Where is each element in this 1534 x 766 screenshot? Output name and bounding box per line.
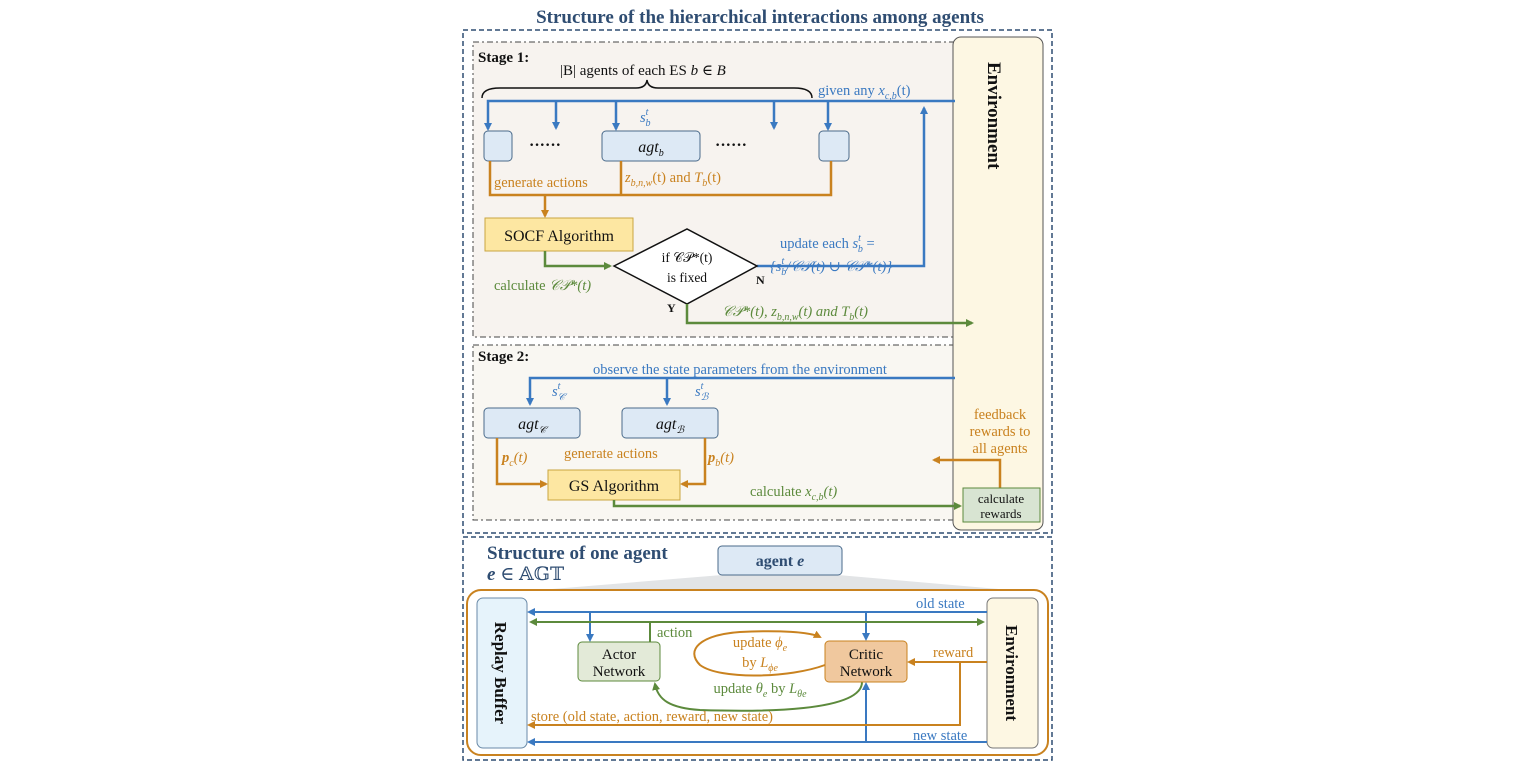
feedback-line1: feedback [974, 407, 1027, 423]
hierarchy-frame [462, 29, 1053, 534]
environment-label: Environment [983, 62, 1004, 170]
socf-algorithm-box [484, 217, 634, 252]
agent-detail-frame [466, 589, 1049, 756]
action-label: action [657, 625, 693, 641]
no-label: N [756, 273, 765, 287]
socf-label: SOCF Algorithm [504, 228, 614, 245]
decision-line1: if 𝒞𝒫*(t) [662, 250, 713, 265]
state-broadcast-lines [484, 99, 955, 268]
yes-label: Y [667, 301, 676, 315]
old-state-label: old state [916, 596, 965, 612]
actions-output-label: zb,n,w(t) and Tb(t) [624, 170, 721, 189]
agent-environment-label: Environment [1002, 625, 1021, 721]
agent-c-label: agt𝒞 [518, 416, 548, 436]
agent-box-b [601, 130, 701, 162]
zoom-projection [540, 575, 1010, 590]
generate-actions-label: generate actions [494, 175, 588, 191]
feedback-line3: all agents [972, 441, 1028, 457]
reward-flow [527, 630, 987, 729]
generate-actions-label-2: generate actions [564, 446, 658, 462]
output-label: 𝒞𝒫*(t), zb,n,w(t) and Tb(t) [722, 304, 868, 323]
brace-label: |B| agents of each ES b ∈ B [560, 63, 726, 79]
store-label: store (old state, action, reward, new st… [531, 709, 773, 725]
pb-label: pb(t) [706, 450, 734, 469]
replay-buffer-label: Replay Buffer [491, 622, 510, 725]
stage1-label: Stage 1: [478, 50, 529, 66]
replay-buffer-box [476, 597, 528, 749]
actor-line2: Network [593, 664, 646, 680]
socf-to-decision [543, 251, 612, 270]
calc-rewards-line1: calculate [978, 491, 1024, 506]
update-phi-line2: by Lϕe [742, 655, 778, 674]
reward-label: reward [933, 645, 974, 661]
calc-rewards-line2: rewards [980, 506, 1021, 521]
action-lines [488, 161, 833, 218]
observe-label: observe the state parameters from the en… [593, 362, 887, 378]
agent-e-box [717, 545, 843, 576]
actor-network-box [577, 641, 661, 682]
gs-label: GS Algorithm [569, 478, 660, 495]
agent-subtitle: e ∈ 𝔸𝔾𝕋 [487, 564, 564, 585]
given-label: given any xc,b(t) [818, 83, 911, 102]
calculate-cp-label: calculate 𝒞𝒫*(t) [494, 278, 591, 294]
agent-title: Structure of one agent [487, 543, 668, 564]
decision-diamond [612, 228, 759, 305]
gs-to-rewards [612, 500, 962, 510]
actor-line1: Actor [602, 647, 636, 663]
agent-environment-box [986, 597, 1039, 749]
update-phi-line1: update ϕe [733, 635, 788, 654]
agent-box-last [818, 130, 850, 162]
state-lines [527, 608, 987, 746]
update-theta-label: update θe by Lθe [713, 681, 807, 700]
ellipsis-right: ······ [715, 137, 747, 154]
observe-lines [526, 376, 955, 406]
new-state-label: new state [913, 728, 967, 744]
brace [481, 79, 813, 99]
calculate-rewards-box [962, 487, 1041, 523]
agent-b-label: agtb [638, 139, 663, 159]
main-title: Structure of the hierarchical interactio… [536, 7, 984, 28]
agent-c-box [483, 407, 581, 439]
ellipsis-left: ······ [529, 137, 561, 154]
critic-line2: Network [840, 664, 893, 680]
agent-b2-label: agtℬ [656, 416, 685, 436]
stage2-label: Stage 2: [478, 349, 529, 365]
feedback-line2: rewards to [970, 424, 1031, 440]
agent-box-first [483, 130, 513, 162]
gs-algorithm-box [547, 469, 681, 501]
agent-e-label: agent e [756, 553, 804, 570]
decision-line2: is fixed [667, 270, 707, 285]
stage2-action-lines [495, 438, 1002, 488]
action-flow [529, 618, 985, 712]
calculate-x-label: calculate xc,b(t) [750, 484, 837, 503]
agent-b2-box [621, 407, 719, 439]
critic-line1: Critic [849, 647, 884, 663]
agent-frame [462, 536, 1053, 761]
pc-label: pc(t) [500, 450, 528, 469]
environment-panel [952, 36, 1044, 531]
output-to-environment [685, 304, 974, 327]
